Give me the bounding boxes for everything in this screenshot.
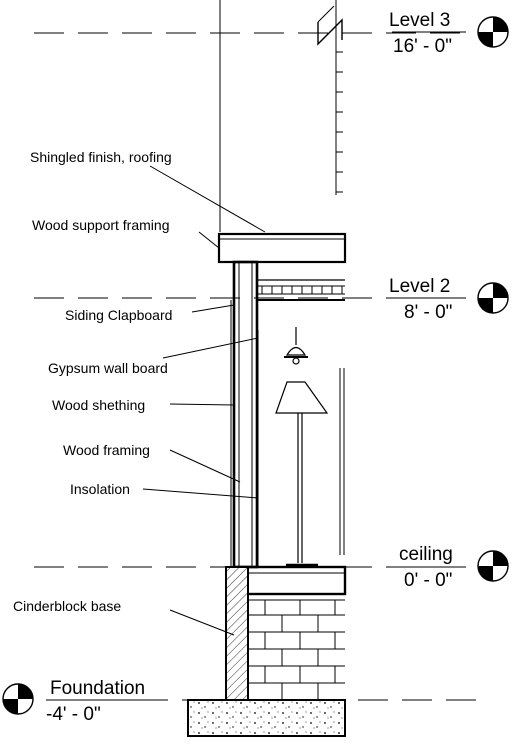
label-cinderblock-base: Cinderblock base [13, 598, 121, 614]
leader-lines [142, 165, 266, 636]
leader-wood-support [198, 231, 220, 249]
label-siding-clapboard: Siding Clapboard [65, 307, 172, 323]
annotations: Shingled finish, roofing Wood support fr… [13, 149, 172, 614]
floor-lamp [275, 381, 329, 567]
roof-slab [217, 232, 347, 264]
foundation-name: Foundation [50, 678, 145, 699]
level2-elevation: 8' - 0" [404, 302, 452, 323]
leader-gypsum [162, 337, 259, 359]
ground-floor-slab [232, 565, 347, 596]
level-marker-ceiling: ceiling 0' - 0" [392, 544, 509, 591]
label-insolation: Insolation [70, 481, 130, 497]
level3-elevation: 16' - 0" [393, 36, 452, 57]
foundation-datum-icon [2, 683, 34, 715]
cinderblock-wall [225, 566, 345, 701]
ceiling-name: ceiling [399, 544, 453, 565]
level3-name: Level 3 [389, 10, 450, 31]
leader-shething [169, 403, 235, 406]
level2-datum-icon [477, 282, 509, 314]
level-marker-foundation: Foundation -4' - 0" [2, 678, 164, 725]
label-wood-shething: Wood shething [52, 397, 145, 413]
leader-insolation [142, 488, 259, 499]
level3-datum-icon [477, 16, 509, 48]
level2-floor [257, 279, 345, 301]
leader-shingled [149, 165, 266, 233]
exterior-wall [230, 260, 259, 569]
pendant-lamp [284, 327, 308, 365]
interior-door [339, 368, 345, 555]
leader-cinderblock [169, 609, 235, 636]
label-gypsum-wall-board: Gypsum wall board [48, 360, 168, 376]
roof-overhang [217, 232, 347, 264]
leader-framing [169, 449, 241, 483]
leader-siding [191, 304, 235, 313]
upper-wall [219, 0, 343, 232]
label-wood-framing: Wood framing [63, 442, 150, 458]
level2-name: Level 2 [389, 276, 450, 297]
ceiling-datum-icon [477, 550, 509, 582]
foundation-elevation: -4' - 0" [46, 704, 101, 725]
level-marker-level2: Level 2 8' - 0" [389, 276, 509, 323]
label-shingled-finish: Shingled finish, roofing [30, 149, 172, 165]
level-marker-level3: Level 3 16' - 0" [389, 10, 509, 57]
concrete-footing [187, 699, 346, 737]
label-wood-support-framing: Wood support framing [32, 217, 169, 233]
ceiling-elevation: 0' - 0" [404, 570, 452, 591]
